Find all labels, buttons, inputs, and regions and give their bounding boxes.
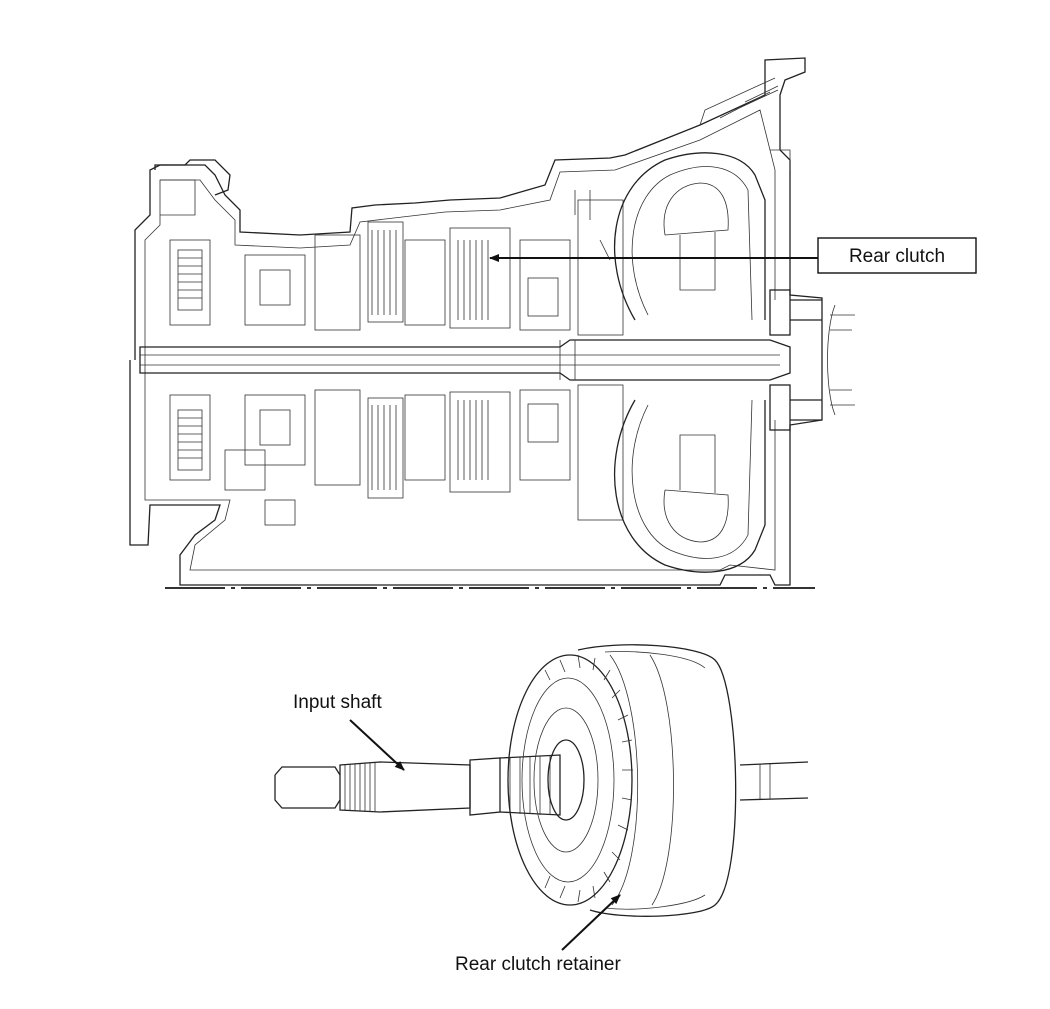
rear-clutch-callout: Rear clutch — [489, 237, 977, 274]
rear-clutch-label: Rear clutch — [849, 246, 945, 267]
rear-clutch-retainer-callout: Rear clutch retainer — [455, 894, 621, 975]
clutch-packs-upper — [169, 199, 624, 336]
output-flange — [769, 289, 855, 431]
main-shaft — [139, 339, 791, 381]
input-shaft-label: Input shaft — [293, 692, 382, 713]
input-shaft-callout: Input shaft — [293, 692, 405, 771]
input-shaft-assembly — [274, 644, 809, 917]
transmission-cross-section — [129, 57, 855, 589]
rear-clutch-label-box — [817, 237, 977, 274]
transmission-housing-outline — [129, 57, 823, 586]
clutch-packs-lower — [169, 384, 624, 526]
rear-clutch-retainer-label: Rear clutch retainer — [455, 954, 621, 975]
input-shaft — [274, 754, 561, 816]
torque-converter — [613, 152, 766, 573]
rear-clutch-retainer — [507, 644, 809, 917]
